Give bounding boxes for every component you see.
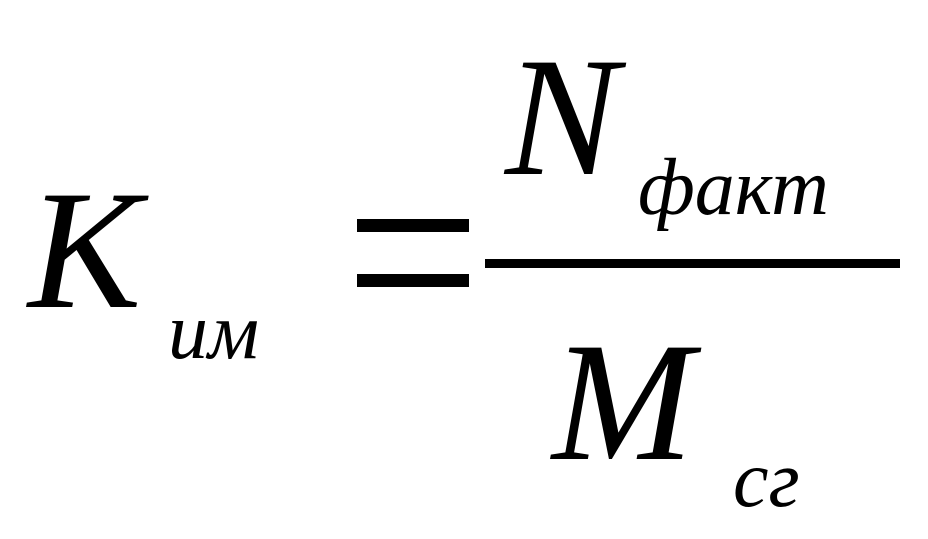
numerator-symbol: N xyxy=(505,23,619,211)
numerator-subscript: факт xyxy=(638,144,829,232)
equals-sign-bottom-bar xyxy=(357,274,469,287)
lhs-symbol: K xyxy=(28,156,142,344)
denominator-subscript: сг xyxy=(733,436,800,524)
fraction-bar xyxy=(485,259,900,268)
lhs-subscript: им xyxy=(168,288,260,376)
denominator-symbol: M xyxy=(552,308,694,496)
equals-sign-top-bar xyxy=(357,219,469,232)
